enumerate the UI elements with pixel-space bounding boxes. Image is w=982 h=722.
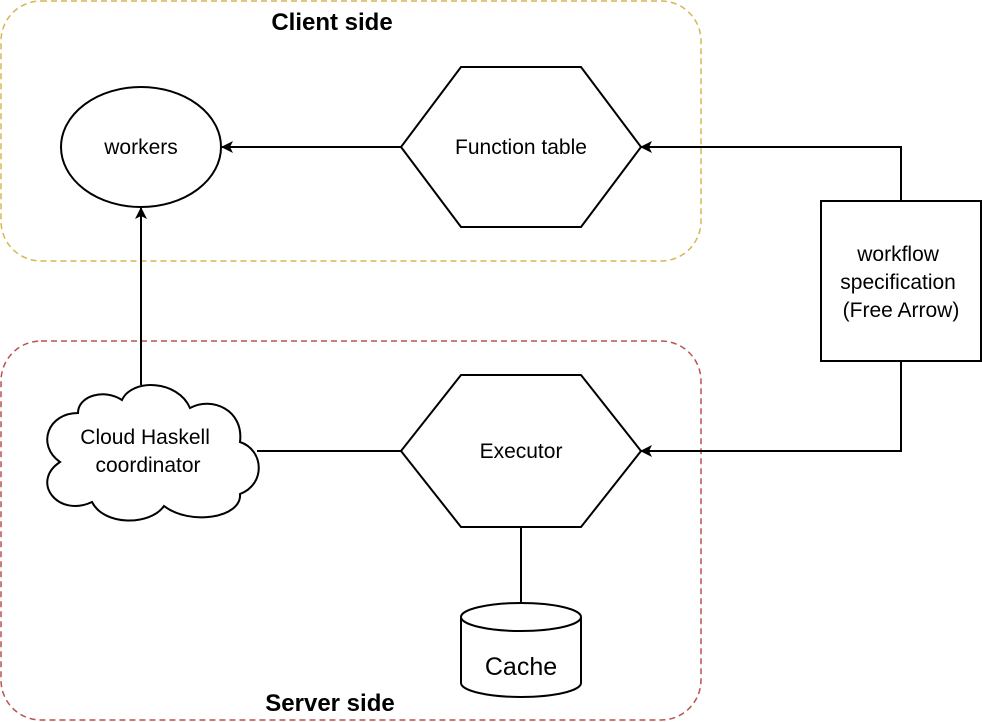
client-side-boundary [0,0,702,262]
workflow-spec-line-1: workflow [856,243,940,266]
coordinator-line-1: Cloud Haskell [80,426,210,449]
edge-spec-to-executor [640,361,902,457]
workflow-spec-line-2: specification [840,271,956,294]
workflow-spec-node: workflow specification (Free Arrow) [820,200,982,362]
cache-node: Cache [460,602,582,698]
server-side-title: Server side [265,690,394,717]
cache-label: Cache [485,653,557,681]
executor-node: Executor [399,374,643,528]
workflow-spec-box [820,200,982,362]
workflow-spec-line-3: (Free Arrow) [843,299,960,322]
coordinator-line-2: coordinator [95,454,200,477]
coordinator-label: Cloud Haskell coordinator [80,426,215,477]
workers-label: workers [103,136,178,159]
cache-cylinder-body [460,617,582,698]
coordinator-cloud [46,384,260,522]
function-table-hexagon [399,66,643,228]
workers-node: workers [60,86,222,208]
function-table-label: Function table [455,136,587,159]
workers-ellipse [60,86,222,208]
edges [135,141,902,603]
executor-hexagon [399,374,643,528]
client-side-title: Client side [271,9,392,36]
edge-spec-to-function-table [640,141,902,201]
executor-label: Executor [480,440,563,463]
coordinator-node: Cloud Haskell coordinator [46,384,260,522]
workflow-spec-label: workflow specification (Free Arrow) [840,243,961,322]
function-table-node: Function table [399,66,643,228]
client-side-region: Client side [0,0,702,262]
cache-cylinder-top [460,602,582,632]
server-side-boundary [0,340,702,721]
server-side-region: Server side [0,340,702,721]
